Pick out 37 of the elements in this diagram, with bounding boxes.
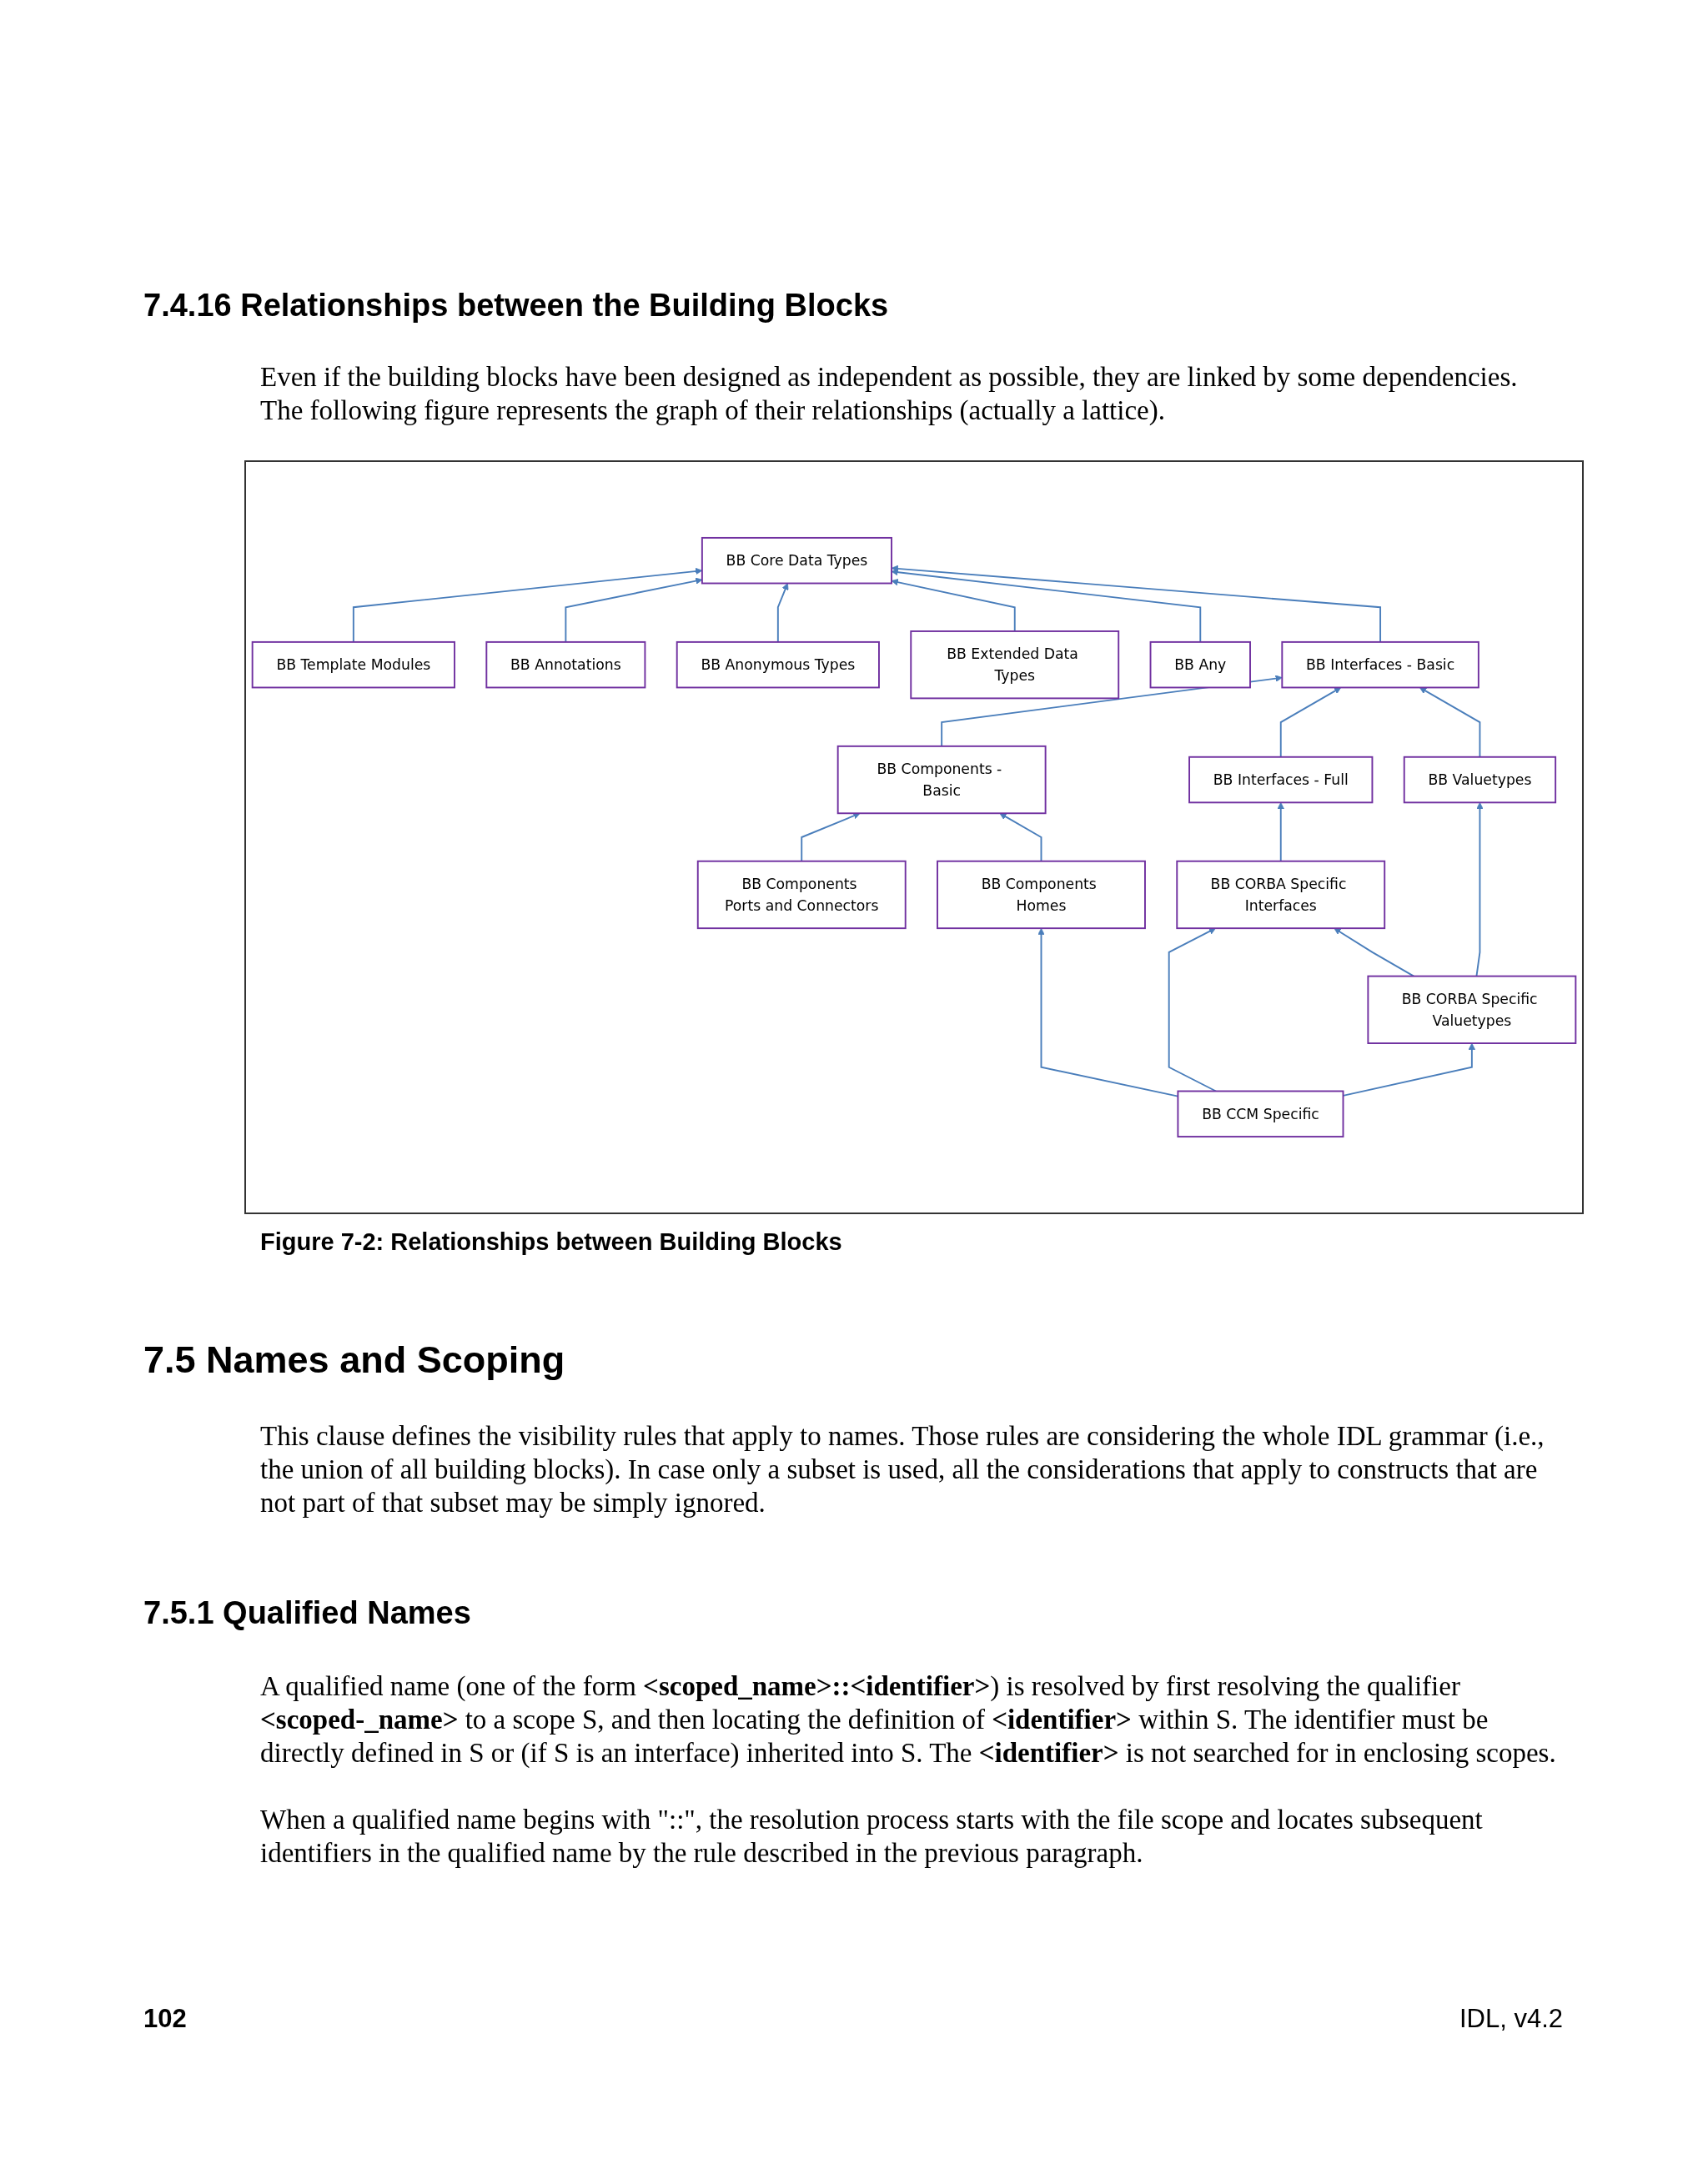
node-box: BB Components - Basic bbox=[836, 745, 1047, 815]
section-heading: 7.4.16 Relationships between the Building Blocks bbox=[143, 288, 889, 324]
node-box: BB Valuetypes bbox=[1403, 756, 1557, 804]
node-box: BB Annotations bbox=[485, 640, 646, 689]
section-heading: 7.5 Names and Scoping bbox=[143, 1338, 565, 1382]
arrow bbox=[891, 569, 1202, 643]
arrow bbox=[1419, 687, 1481, 758]
paragraph: This clause defines the visibility rules that apply to names. Those rules are considering the whole IDL grammar (i.e., the union of all building blocks). In case only a subset is used, all the considerations that apply to constructs that are not part of that subset may be simply ignored. bbox=[260, 1420, 1545, 1519]
node-box: BB CORBA Specific Interfaces bbox=[1176, 860, 1386, 930]
node-box: BB Interfaces - Full bbox=[1188, 756, 1374, 804]
node-box: BB Core Data Types bbox=[701, 536, 892, 585]
paragraph: When a qualified name begins with "::", the resolution process starts with the file scope and locates subsequent identifiers in the qualified name by the rule described in the previous paragraph. bbox=[260, 1804, 1484, 1870]
arrow bbox=[776, 583, 789, 643]
node-box: BB Template Modules bbox=[251, 640, 455, 689]
arrow bbox=[1168, 927, 1217, 1092]
arrow bbox=[1279, 687, 1342, 758]
node-box: BB Extended Data Types bbox=[910, 630, 1120, 700]
node-box: BB CORBA Specific Valuetypes bbox=[1367, 975, 1577, 1044]
arrow bbox=[891, 565, 1382, 643]
node-box: BB CCM Specific bbox=[1177, 1090, 1344, 1138]
arrow bbox=[1475, 801, 1484, 977]
node-box: BB Interfaces - Basic bbox=[1281, 640, 1479, 689]
arrow bbox=[999, 812, 1042, 862]
section-heading: 7.5.1 Qualified Names bbox=[143, 1595, 471, 1631]
arrow bbox=[801, 812, 861, 862]
arrow bbox=[891, 579, 1016, 632]
node-box: BB Components Homes bbox=[937, 860, 1146, 930]
arrow bbox=[1334, 927, 1415, 977]
paragraph: A qualified name (one of the form <scoped_name>::<identifier>) is resolved by first resolving the qualifier <scoped-_name> to a scope S, and then locating the definition of <identifier> within S. The identifier must be directly defined in S or (if S is an interface) inherited into S. The <identifier> is not searched for in enclosing scopes. bbox=[260, 1670, 1557, 1770]
arrow bbox=[1277, 801, 1284, 862]
node-box: BB Any bbox=[1149, 640, 1251, 689]
paragraph: Even if the building blocks have been designed as independent as possible, they are linked by some dependencies. The following figure represents the graph of their relationships (actually a lattice). bbox=[260, 361, 1519, 427]
document-version: IDL, v4.2 bbox=[1459, 2004, 1564, 2034]
page-number: 102 bbox=[143, 2004, 187, 2034]
figure-caption: Figure 7-2: Relationships between Building Blocks bbox=[260, 1228, 842, 1256]
node-box: BB Anonymous Types bbox=[676, 640, 880, 689]
node-box: BB Components Ports and Connectors bbox=[696, 860, 907, 930]
